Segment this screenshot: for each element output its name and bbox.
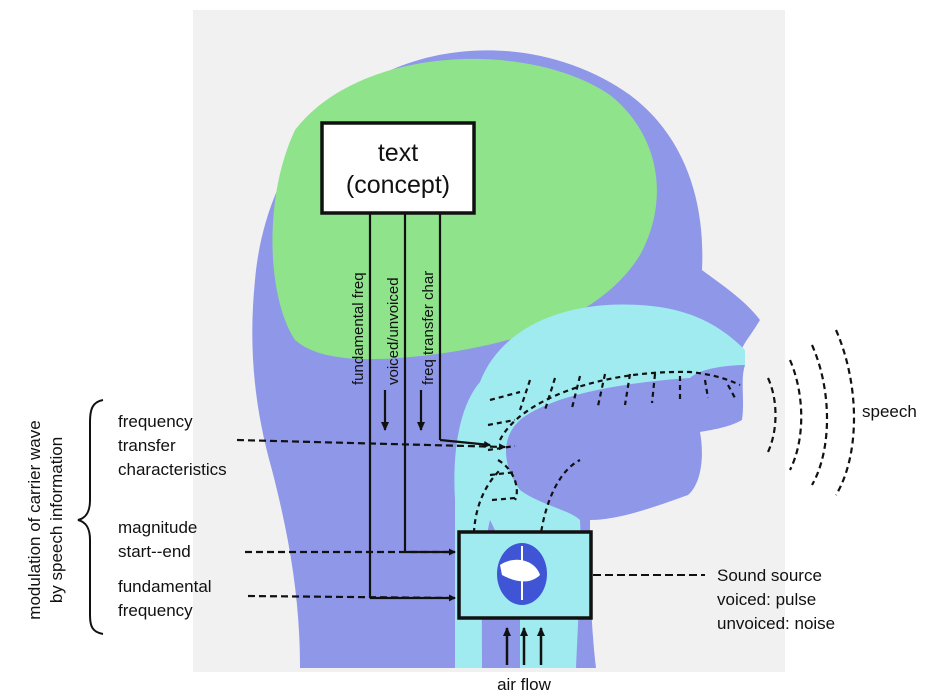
speech-label: speech bbox=[862, 402, 917, 421]
label-start-end: start--end bbox=[118, 542, 191, 561]
brace-label-line1: modulation of carrier wave bbox=[25, 420, 44, 619]
text-box-line1: text bbox=[378, 139, 418, 167]
label-magnitude: magnitude bbox=[118, 518, 197, 537]
channel-label-fundamental-freq: fundamental freq bbox=[350, 272, 367, 385]
label-transfer: transfer bbox=[118, 436, 176, 455]
label-fundamental: fundamental bbox=[118, 577, 212, 596]
brace-label-line2: by speech information bbox=[47, 437, 66, 603]
sound-source-title: Sound source bbox=[717, 566, 822, 585]
text-box-line2: (concept) bbox=[346, 171, 450, 199]
label-frequency-2: frequency bbox=[118, 601, 193, 620]
air-flow-label: air flow bbox=[497, 675, 552, 694]
sound-source-voiced: voiced: pulse bbox=[717, 590, 816, 609]
text-concept-box bbox=[322, 123, 474, 213]
channel-label-freq-transfer-char: freq transfer char bbox=[420, 271, 437, 385]
label-frequency: frequency bbox=[118, 412, 193, 431]
label-characteristics: characteristics bbox=[118, 460, 227, 479]
channel-label-voiced-unvoiced: voiced/unvoiced bbox=[385, 277, 402, 385]
left-brace bbox=[78, 400, 103, 634]
sound-source-unvoiced: unvoiced: noise bbox=[717, 614, 835, 633]
